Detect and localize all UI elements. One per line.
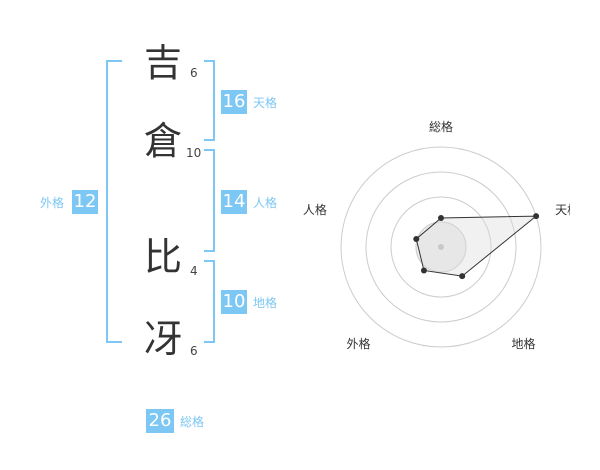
name-char-1: 吉	[143, 41, 182, 85]
radar-point-4	[420, 267, 427, 274]
radar-axis-label-5: 人格	[303, 202, 327, 217]
gaikaku-label: 外格	[40, 196, 65, 210]
radar-ring	[365, 171, 517, 323]
radar-ring	[390, 196, 492, 298]
tenkaku-bracket	[204, 60, 215, 141]
radar-axis-label-4: 外格	[346, 336, 370, 351]
chikaku-bracket	[204, 260, 215, 343]
chikaku-label: 地格	[253, 296, 278, 310]
stroke-count-3: 4	[190, 264, 198, 278]
jinkaku-value: 14	[221, 190, 247, 214]
jinkaku-bracket	[204, 149, 215, 252]
chikaku-value: 10	[221, 290, 247, 314]
radar-point-3	[459, 273, 466, 280]
name-char-3: 比	[143, 235, 182, 279]
radar-axis-label-3: 地格	[512, 336, 536, 351]
soukaku-value: 26	[146, 409, 174, 433]
gaikaku-value: 12	[72, 190, 98, 214]
radar-axis-label-2: 天格	[555, 202, 570, 217]
tenkaku-label: 天格	[253, 96, 278, 110]
soukaku-label: 総格	[180, 415, 205, 429]
stroke-count-4: 6	[190, 344, 198, 358]
name-char-4: 冴	[143, 317, 182, 361]
jinkaku-label: 人格	[253, 196, 278, 210]
stroke-count-2: 10	[186, 146, 202, 160]
tenkaku-value: 16	[221, 90, 247, 114]
radar-ring	[340, 146, 542, 348]
radar-point-5	[413, 235, 420, 242]
radar-chart: 総格天格地格 外格 人格	[303, 119, 570, 351]
radar-axis-label-1: 総格	[429, 119, 453, 134]
name-char-2: 倉	[143, 119, 182, 163]
stroke-count-1: 6	[190, 66, 198, 80]
gaikaku-bracket	[106, 60, 122, 343]
radar-point-1	[438, 215, 444, 221]
radar-point-2	[533, 213, 540, 220]
radar-data-polygon	[415, 215, 538, 277]
radar-center-dot	[438, 244, 444, 250]
